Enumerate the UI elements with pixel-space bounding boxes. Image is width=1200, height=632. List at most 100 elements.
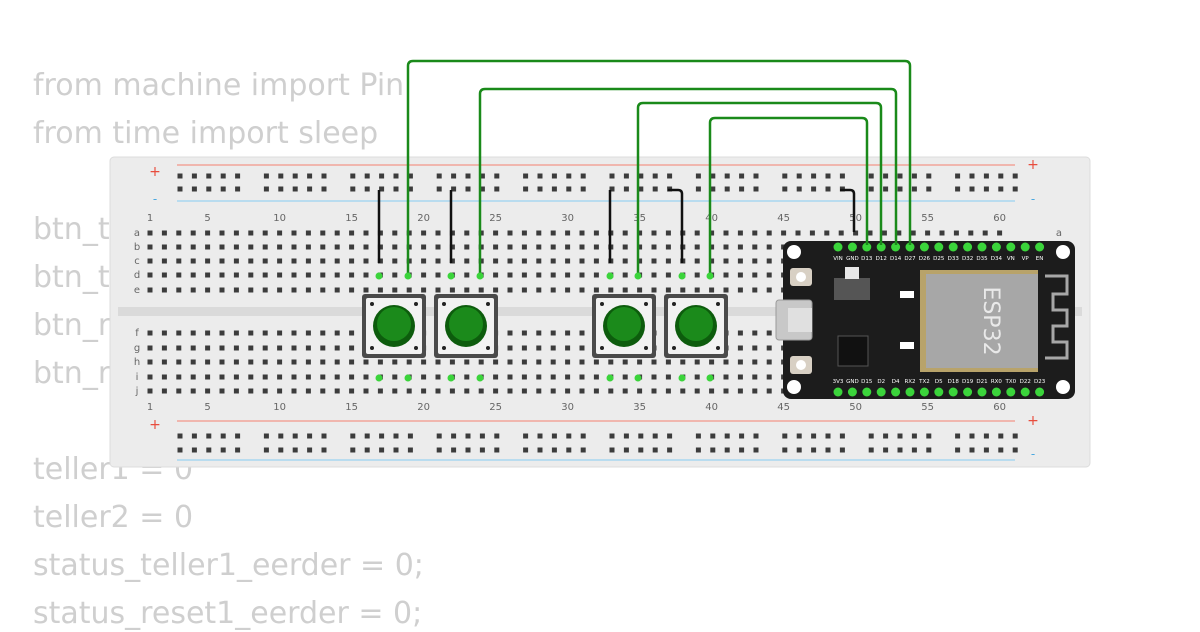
breadboard-hole[interactable]: [392, 230, 398, 236]
breadboard-hole[interactable]: [997, 230, 1003, 236]
breadboard-hole[interactable]: [622, 388, 628, 394]
rail-hole[interactable]: [753, 186, 759, 192]
rail-hole[interactable]: [724, 173, 730, 179]
rail-hole[interactable]: [523, 433, 529, 439]
breadboard-hole[interactable]: [190, 330, 196, 336]
rail-hole[interactable]: [883, 173, 889, 179]
breadboard-hole[interactable]: [320, 230, 326, 236]
rail-hole[interactable]: [191, 447, 197, 453]
breadboard-hole[interactable]: [421, 230, 427, 236]
breadboard-hole[interactable]: [291, 230, 297, 236]
breadboard-hole[interactable]: [161, 258, 167, 264]
breadboard-hole[interactable]: [536, 374, 542, 380]
rail-hole[interactable]: [897, 447, 903, 453]
breadboard-hole[interactable]: [435, 388, 441, 394]
breadboard-hole[interactable]: [709, 258, 715, 264]
breadboard-hole[interactable]: [334, 374, 340, 380]
breadboard-hole[interactable]: [190, 230, 196, 236]
breadboard-hole[interactable]: [334, 330, 340, 336]
breadboard-hole[interactable]: [161, 359, 167, 365]
rail-hole[interactable]: [609, 447, 615, 453]
rail-hole[interactable]: [451, 433, 457, 439]
breadboard-hole[interactable]: [449, 258, 455, 264]
breadboard-hole[interactable]: [406, 359, 412, 365]
rail-hole[interactable]: [580, 433, 586, 439]
breadboard-hole[interactable]: [507, 244, 513, 250]
rail-hole[interactable]: [811, 447, 817, 453]
breadboard-hole[interactable]: [622, 230, 628, 236]
rail-hole[interactable]: [451, 447, 457, 453]
breadboard-hole[interactable]: [550, 272, 556, 278]
rail-hole[interactable]: [479, 433, 485, 439]
rail-hole[interactable]: [263, 447, 269, 453]
esp32-pin[interactable]: [876, 387, 886, 397]
breadboard-hole[interactable]: [277, 374, 283, 380]
rail-hole[interactable]: [969, 186, 975, 192]
breadboard-hole[interactable]: [334, 287, 340, 293]
breadboard-hole[interactable]: [593, 359, 599, 365]
breadboard-hole[interactable]: [493, 287, 499, 293]
rail-hole[interactable]: [278, 186, 284, 192]
rail-hole[interactable]: [839, 173, 845, 179]
breadboard-hole[interactable]: [435, 374, 441, 380]
breadboard-hole[interactable]: [665, 272, 671, 278]
breadboard-hole[interactable]: [565, 230, 571, 236]
breadboard-hole[interactable]: [464, 374, 470, 380]
rail-hole[interactable]: [623, 433, 629, 439]
breadboard-hole[interactable]: [248, 388, 254, 394]
breadboard-hole[interactable]: [219, 230, 225, 236]
breadboard-hole[interactable]: [421, 272, 427, 278]
esp32-pin[interactable]: [948, 387, 958, 397]
breadboard-hole[interactable]: [147, 345, 153, 351]
breadboard-hole[interactable]: [176, 345, 182, 351]
rail-hole[interactable]: [753, 173, 759, 179]
rail-hole[interactable]: [220, 433, 226, 439]
rail-hole[interactable]: [479, 447, 485, 453]
rail-hole[interactable]: [739, 186, 745, 192]
rail-hole[interactable]: [868, 186, 874, 192]
breadboard-hole[interactable]: [219, 345, 225, 351]
breadboard-hole[interactable]: [694, 272, 700, 278]
breadboard-hole[interactable]: [637, 230, 643, 236]
breadboard-hole[interactable]: [377, 359, 383, 365]
rail-hole[interactable]: [796, 447, 802, 453]
rail-hole[interactable]: [220, 173, 226, 179]
rail-hole[interactable]: [551, 186, 557, 192]
breadboard-hole[interactable]: [651, 258, 657, 264]
breadboard-hole[interactable]: [320, 272, 326, 278]
rail-hole[interactable]: [652, 447, 658, 453]
breadboard-hole[interactable]: [147, 330, 153, 336]
rail-hole[interactable]: [638, 433, 644, 439]
breadboard-hole[interactable]: [665, 388, 671, 394]
breadboard-hole[interactable]: [219, 258, 225, 264]
esp32-pin[interactable]: [1020, 387, 1030, 397]
breadboard-hole[interactable]: [622, 374, 628, 380]
breadboard-hole[interactable]: [939, 230, 945, 236]
breadboard-hole[interactable]: [709, 244, 715, 250]
rail-hole[interactable]: [983, 447, 989, 453]
rail-hole[interactable]: [969, 433, 975, 439]
breadboard-hole[interactable]: [219, 388, 225, 394]
breadboard-hole[interactable]: [737, 272, 743, 278]
breadboard-hole[interactable]: [493, 388, 499, 394]
rail-hole[interactable]: [782, 433, 788, 439]
rail-hole[interactable]: [667, 447, 673, 453]
breadboard-hole[interactable]: [147, 230, 153, 236]
breadboard-hole[interactable]: [550, 374, 556, 380]
rail-hole[interactable]: [191, 173, 197, 179]
breadboard-hole[interactable]: [665, 258, 671, 264]
rail-hole[interactable]: [897, 433, 903, 439]
breadboard-hole[interactable]: [565, 258, 571, 264]
rail-hole[interactable]: [983, 433, 989, 439]
breadboard-hole[interactable]: [737, 258, 743, 264]
breadboard-hole[interactable]: [147, 272, 153, 278]
breadboard-hole[interactable]: [752, 287, 758, 293]
rail-hole[interactable]: [321, 433, 327, 439]
breadboard-hole[interactable]: [752, 359, 758, 365]
breadboard-hole[interactable]: [205, 359, 211, 365]
breadboard-hole[interactable]: [737, 345, 743, 351]
breadboard-hole[interactable]: [925, 230, 931, 236]
breadboard-hole[interactable]: [536, 272, 542, 278]
rail-hole[interactable]: [177, 173, 183, 179]
